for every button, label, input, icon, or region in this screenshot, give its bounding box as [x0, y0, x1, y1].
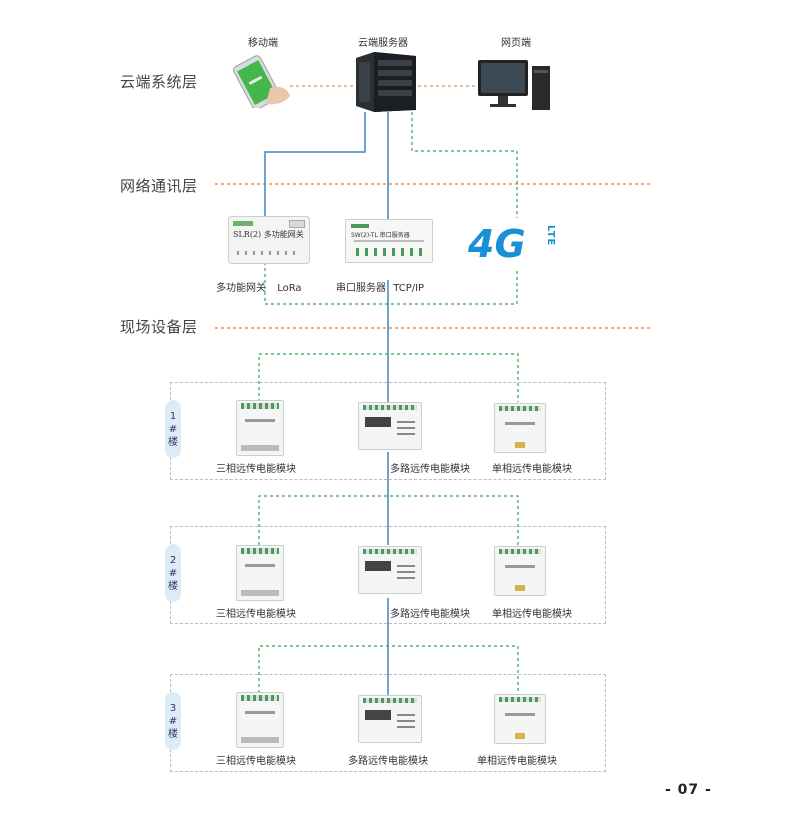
- gateway-port: [289, 220, 305, 228]
- floor-1-three-phase-module: [236, 400, 284, 456]
- floor-1-multi-circuit-label: 多路远传电能模块: [390, 464, 470, 475]
- module-keys: [397, 561, 415, 579]
- floor3-wireless-bus: [258, 645, 519, 693]
- multi-function-gateway-label: 多功能网关 LoRa: [216, 279, 302, 294]
- module-label-strip: [245, 419, 275, 422]
- module-display: [365, 710, 391, 720]
- serial-stripe: [354, 240, 424, 242]
- module-terminals: [363, 549, 417, 554]
- floor-1-hash: #: [168, 423, 178, 435]
- floor-1-suffix: 楼: [168, 436, 178, 448]
- floor-2-suffix: 楼: [168, 580, 178, 592]
- floor-2-single-phase-label: 单相远传电能模块: [492, 609, 572, 620]
- module-antenna-port: [515, 442, 525, 448]
- module-display: [365, 417, 391, 427]
- floor-2-single-phase-module: [494, 546, 546, 596]
- floor-3-suffix: 楼: [168, 728, 178, 740]
- floor-1-digit: 1: [169, 410, 177, 422]
- floor-3-hash: #: [168, 715, 178, 727]
- server-icon: [352, 48, 418, 112]
- floor-1-single-phase-label: 单相远传电能模块: [492, 464, 572, 475]
- mobile-phone-icon: [226, 48, 296, 110]
- floor-2-digit: 2: [169, 554, 177, 566]
- gateway-4g-link: [264, 262, 518, 305]
- server-gateway-link: [264, 112, 366, 220]
- serial-server-text: 串口服务器: [336, 283, 386, 294]
- floor-3-multi-circuit-module: [358, 695, 422, 743]
- floor-2-tag: 2 # 楼: [165, 544, 181, 602]
- gateway-brand-mark: [233, 221, 253, 226]
- floor-3-single-phase-label: 单相远传电能模块: [477, 756, 557, 767]
- floor-1-multi-circuit-module: [358, 402, 422, 450]
- module-terminals: [499, 549, 541, 554]
- server-label: 云端服务器: [358, 38, 408, 49]
- lora-text: LoRa: [277, 283, 302, 294]
- serial-server-label: 串口服务器 TCP/IP: [336, 279, 424, 294]
- module-terminals: [241, 403, 279, 409]
- floor-2-hash: #: [168, 567, 178, 579]
- floor-2-multi-circuit-label: 多路远传电能模块: [390, 609, 470, 620]
- desktop-computer-icon: [476, 56, 556, 112]
- network-layer-label: 网络通讯层: [120, 177, 198, 195]
- multi-gateway-text: 多功能网关: [216, 283, 266, 294]
- floor2-wireless-bus: [258, 495, 519, 545]
- gateway-indicators: [237, 251, 301, 255]
- module-terminals: [499, 406, 541, 411]
- lte-text: LTE: [545, 225, 556, 247]
- mobile-label: 移动端: [248, 38, 278, 49]
- floor-3-single-phase-module: [494, 694, 546, 744]
- field-layer-label: 现场设备层: [120, 318, 198, 336]
- web-label: 网页端: [501, 38, 531, 49]
- floor-3-three-phase-label: 三相远传电能模块: [216, 756, 296, 767]
- cloud-layer-label: 云端系统层: [120, 73, 198, 91]
- module-rail: [241, 737, 279, 743]
- floor-2-three-phase-label: 三相远传电能模块: [216, 609, 296, 620]
- floor1-wireless-bus: [258, 353, 519, 402]
- 4g-lte-logo: 4G LTE: [468, 222, 564, 268]
- module-label-strip: [505, 565, 535, 568]
- floor-1-tag: 1 # 楼: [165, 400, 181, 458]
- floor-1-three-phase-label: 三相远传电能模块: [216, 464, 296, 475]
- module-keys: [397, 710, 415, 728]
- module-keys: [397, 417, 415, 435]
- module-label-strip: [505, 713, 535, 716]
- module-antenna-port: [515, 733, 525, 739]
- module-terminals: [363, 698, 417, 703]
- floor-2-multi-circuit-module: [358, 546, 422, 594]
- tcpip-text: TCP/IP: [393, 283, 425, 294]
- floor-1-single-phase-module: [494, 403, 546, 453]
- serial-terminals: [356, 248, 422, 256]
- module-label-strip: [505, 422, 535, 425]
- floor-3-three-phase-module: [236, 692, 284, 748]
- module-rail: [241, 445, 279, 451]
- module-label-strip: [245, 564, 275, 567]
- module-antenna-port: [515, 585, 525, 591]
- module-terminals: [363, 405, 417, 410]
- floor-3-multi-circuit-label: 多路远传电能模块: [348, 756, 428, 767]
- module-rail: [241, 590, 279, 596]
- gateway-model-text: SLR(2) 多功能网关: [233, 230, 304, 239]
- module-terminals: [241, 695, 279, 701]
- floor-2-three-phase-module: [236, 545, 284, 601]
- floor-3-digit: 3: [169, 702, 177, 714]
- 4g-text: 4G: [468, 222, 526, 266]
- module-terminals: [499, 697, 541, 702]
- floor-3-tag: 3 # 楼: [165, 692, 181, 750]
- page-number: - 07 -: [665, 782, 712, 798]
- serial-server-device: SW(2)-TL 串口服务器: [345, 219, 433, 263]
- multi-function-gateway-device: SLR(2) 多功能网关: [228, 216, 310, 264]
- module-label-strip: [245, 711, 275, 714]
- server-4g-link: [411, 112, 518, 218]
- serial-model-text: SW(2)-TL 串口服务器: [351, 232, 410, 239]
- module-terminals: [241, 548, 279, 554]
- serial-brand-mark: [351, 224, 369, 228]
- module-display: [365, 561, 391, 571]
